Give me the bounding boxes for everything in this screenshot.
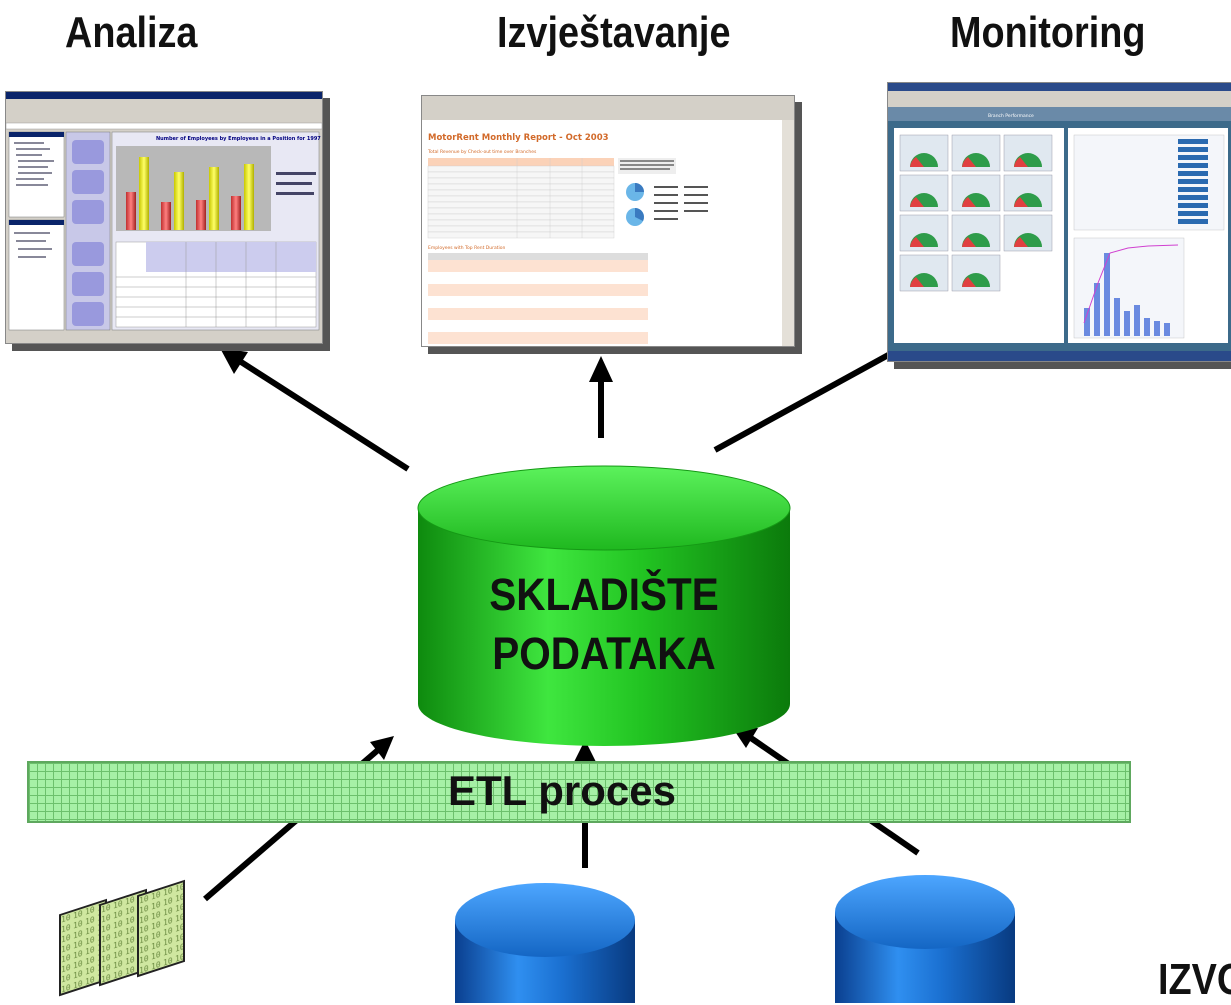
etl-label: ETL proces <box>448 767 676 814</box>
analysis-screenshot: Number of Employees by Employees in a Po… <box>5 91 323 344</box>
reporting-screenshot-image: MotorRent Monthly Report - Oct 2003 Tota… <box>422 96 794 346</box>
monitoring-screenshot: Branch Performance <box>887 82 1231 362</box>
data-warehouse-label: SKLADIŠTE PODATAKA <box>437 565 772 683</box>
report-shot-title: MotorRent Monthly Report - Oct 2003 <box>428 133 609 143</box>
analysis-shot-title: Number of Employees by Employees in a Po… <box>156 136 321 142</box>
arrow-to-analysis <box>236 357 410 472</box>
source-db-cylinder-1 <box>455 883 635 1003</box>
data-warehouse-label-line2: PODATAKA <box>492 628 716 679</box>
report-shot-subtitle: Total Revenue by Check-out time over Bra… <box>427 149 537 155</box>
arrow-from-db1-head <box>573 740 597 764</box>
sources-label: IZVO <box>1158 955 1231 1004</box>
analysis-screenshot-image: Number of Employees by Employees in a Po… <box>6 92 322 343</box>
binary-files-icon <box>59 879 185 997</box>
monitoring-shot-title: Branch Performance <box>988 113 1034 119</box>
arrow-to-reporting-head <box>589 356 613 382</box>
source-db-cylinder-2 <box>835 875 1015 1003</box>
reporting-heading: Izvještavanje <box>497 8 731 57</box>
arrow-from-files-head <box>370 736 394 760</box>
arrow-to-monitoring <box>713 339 914 453</box>
arrow-to-analysis-head <box>220 348 248 374</box>
analysis-heading: Analiza <box>65 8 198 57</box>
reporting-screenshot: MotorRent Monthly Report - Oct 2003 Tota… <box>421 95 795 347</box>
data-warehouse-cylinder <box>417 465 791 746</box>
monitoring-screenshot-image: Branch Performance <box>888 83 1231 361</box>
gauges <box>899 134 1053 292</box>
etl-band <box>27 761 1131 823</box>
report-shot-section: Employees with Top Rent Duration <box>428 245 505 251</box>
monitoring-heading: Monitoring <box>950 8 1146 57</box>
data-warehouse-label-line1: SKLADIŠTE <box>489 569 719 620</box>
